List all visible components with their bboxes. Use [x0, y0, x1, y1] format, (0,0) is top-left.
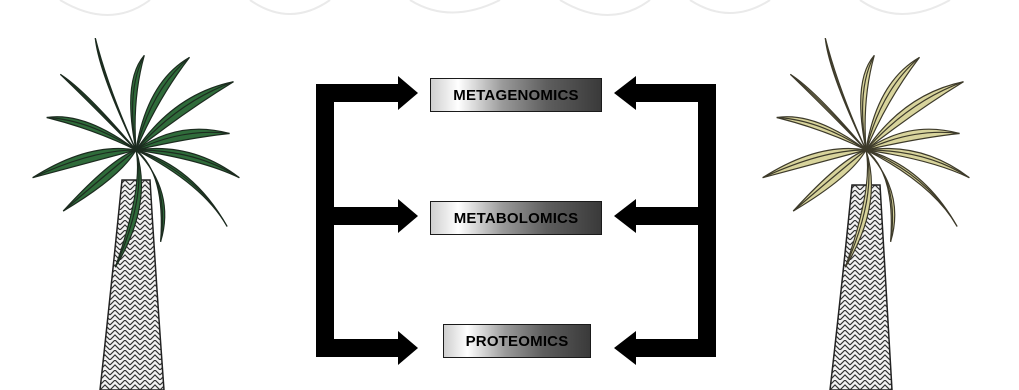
frond-rib [792, 149, 867, 212]
palm-frond [135, 149, 228, 227]
palm-frond [135, 147, 240, 179]
palm-fronds [762, 38, 970, 268]
palm-trunk [829, 184, 893, 390]
frond-rib [865, 149, 958, 227]
diseased-palm-tree [762, 38, 970, 390]
palm-frond [865, 147, 970, 179]
palm-frond [762, 147, 867, 179]
frond-rib [32, 149, 137, 179]
right-arrowhead-middle [614, 199, 636, 233]
frond-rib [135, 149, 240, 179]
frond-rib [865, 56, 920, 151]
palm-frond [789, 73, 867, 151]
frond-rib [135, 56, 190, 151]
frond-rib [865, 81, 964, 151]
frond-rib [865, 149, 970, 179]
frond-rib [135, 149, 228, 227]
frond-rib [94, 38, 137, 151]
frond-rib [59, 73, 137, 151]
frond-rib [844, 149, 870, 268]
right-arm-bottom [634, 339, 716, 357]
frond-rib [62, 149, 137, 212]
metagenomics-box: METAGENOMICS [430, 78, 602, 112]
proteomics-box: PROTEOMICS [443, 324, 591, 358]
palm-fronds [32, 38, 240, 268]
palm-frond [776, 116, 867, 151]
frond-rib [865, 149, 894, 242]
left-arrowhead-middle [398, 199, 418, 233]
left-arm-top [316, 84, 400, 102]
palm-frond [32, 147, 137, 179]
right-arm-top [634, 84, 716, 102]
left-arm-bottom [316, 339, 400, 357]
frond-rib [114, 149, 140, 268]
right-arrowhead-top [614, 76, 636, 110]
left-arm-middle [316, 207, 400, 225]
frond-rib [865, 131, 960, 151]
frond-rib [776, 116, 867, 151]
right-bracket-arrows [614, 76, 716, 365]
palm-frond [865, 149, 958, 227]
background-arcs [59, 0, 951, 16]
frond-rib [135, 149, 164, 242]
left-bracket-arrows [316, 76, 418, 365]
right-arrowhead-bottom [614, 331, 636, 365]
right-arm-middle [634, 207, 716, 225]
frond-rib [862, 55, 875, 151]
left-arrowhead-bottom [398, 331, 418, 365]
left-arrowhead-top [398, 76, 418, 110]
metabolomics-box: METABOLOMICS [430, 201, 602, 235]
frond-rib [135, 131, 230, 151]
frond-rib [789, 73, 867, 151]
frond-rib [46, 116, 137, 151]
palm-frond [59, 73, 137, 151]
frond-rib [132, 55, 145, 151]
palm-frond [46, 116, 137, 151]
healthy-palm-tree [32, 38, 240, 390]
frond-rib [135, 81, 234, 151]
palm-trunk [99, 179, 165, 390]
frond-rib [824, 38, 867, 151]
frond-rib [762, 149, 867, 179]
